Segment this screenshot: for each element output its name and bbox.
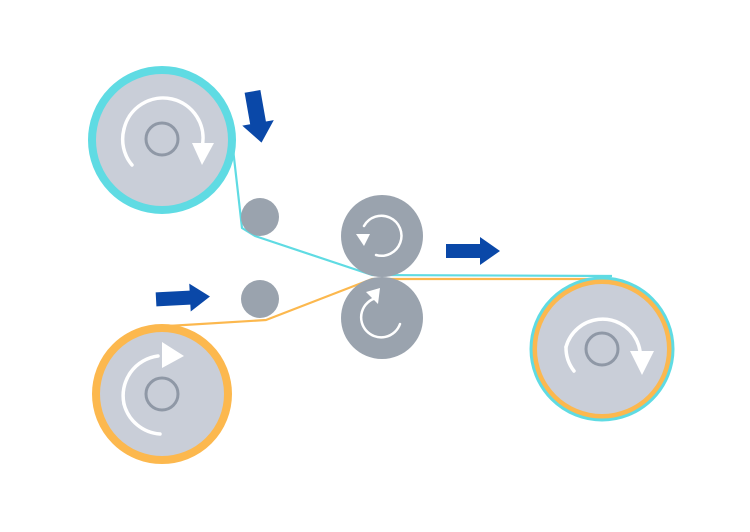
feed-direction-arrow-icon bbox=[155, 283, 210, 312]
reel-hub bbox=[584, 331, 620, 367]
nip-roller-bottom-icon bbox=[341, 277, 423, 359]
upper-film-web bbox=[230, 139, 613, 278]
take-up-reel-icon bbox=[529, 276, 675, 422]
guide-roller-upper-icon bbox=[241, 198, 279, 236]
supply-reel-upper-icon bbox=[88, 66, 236, 214]
supply-reel-lower-icon bbox=[92, 324, 232, 464]
reel-hub bbox=[144, 376, 180, 412]
guide-roller-lower-icon bbox=[241, 280, 279, 318]
clockwise-rotation-arrow-icon bbox=[121, 342, 184, 436]
lower-film-web bbox=[167, 277, 612, 328]
feed-direction-arrow-icon bbox=[242, 90, 274, 143]
clockwise-rotation-arrow-icon bbox=[120, 96, 214, 167]
clockwise-rotation-arrow-icon bbox=[564, 317, 654, 375]
nip-roller-top-icon bbox=[341, 195, 423, 277]
feed-direction-arrow-icon bbox=[446, 237, 500, 265]
reel-hub bbox=[144, 121, 180, 157]
counterclockwise-rotation-arrow-icon bbox=[356, 214, 403, 257]
counterclockwise-rotation-arrow-icon bbox=[359, 288, 402, 339]
